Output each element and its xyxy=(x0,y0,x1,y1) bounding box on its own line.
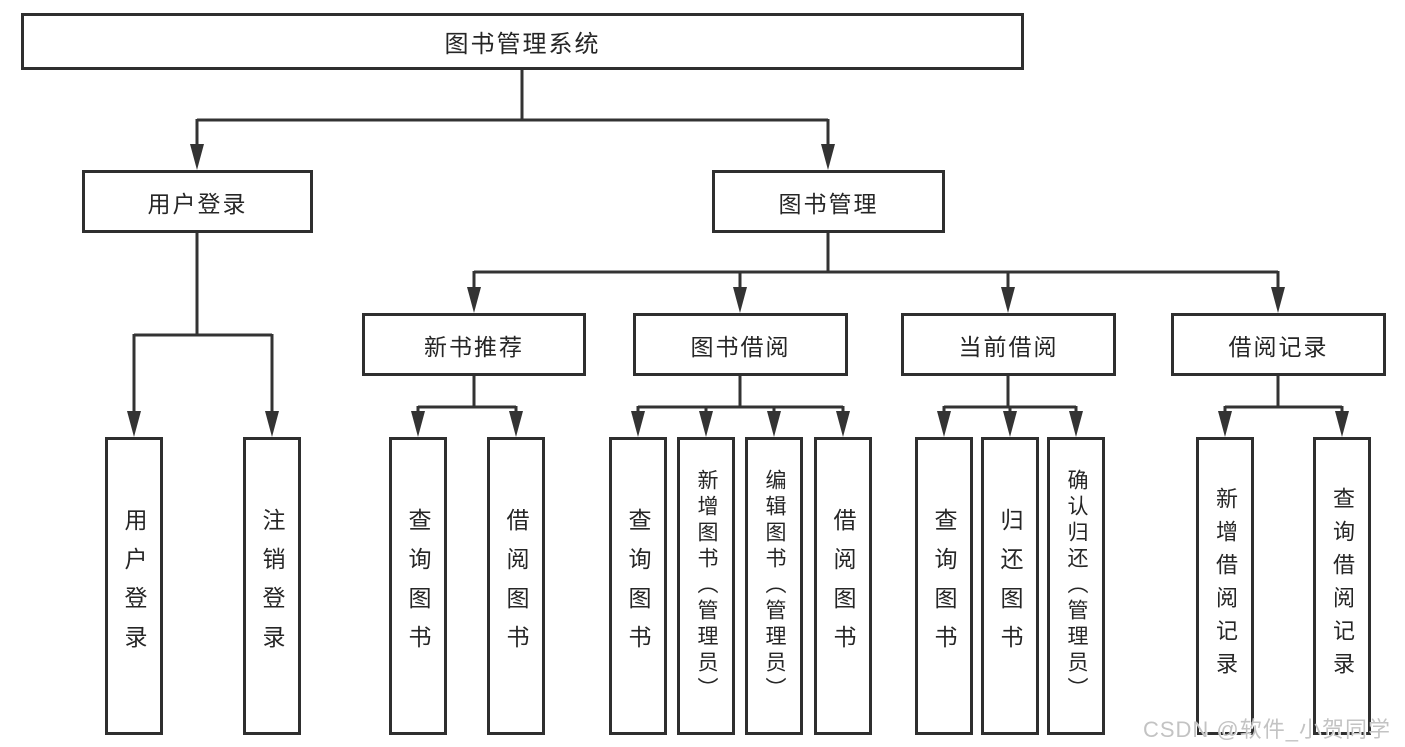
node-label: 查询图书 xyxy=(931,508,957,664)
node-root: 图书管理系统 xyxy=(21,13,1024,70)
node-book-borrow: 图书借阅 xyxy=(633,313,848,376)
node-book-management: 图书管理 xyxy=(712,170,945,233)
leaf-query-books-borrow: 查询图书 xyxy=(609,437,667,735)
csdn-watermark: CSDN @软件_小贺同学 xyxy=(1142,717,1391,742)
node-new-book-recommend: 新书推荐 xyxy=(362,313,586,376)
node-label: 借阅记录 xyxy=(1228,333,1329,360)
leaf-add-borrow-record: 新增借阅记录 xyxy=(1196,437,1254,735)
leaf-edit-book-admin: 编辑图书（管理员） xyxy=(745,437,803,735)
node-borrow-records: 借阅记录 xyxy=(1171,313,1386,376)
arrowheads xyxy=(127,144,1349,437)
node-label: 图书管理系统 xyxy=(444,31,601,58)
node-label: 借阅图书 xyxy=(830,508,856,664)
node-label: 归还图书 xyxy=(997,508,1023,664)
node-label: 查询图书 xyxy=(625,508,651,664)
node-label: 当前借阅 xyxy=(958,333,1059,360)
node-label: 用户登录 xyxy=(147,190,248,217)
leaf-query-books-current: 查询图书 xyxy=(915,437,973,735)
leaf-return-books: 归还图书 xyxy=(981,437,1039,735)
leaf-borrow-books-recommend: 借阅图书 xyxy=(487,437,545,735)
node-label: 借阅图书 xyxy=(503,508,529,664)
node-label: 确认归还（管理员） xyxy=(1065,469,1088,703)
node-label: 查询图书 xyxy=(405,508,431,664)
leaf-add-book-admin: 新增图书（管理员） xyxy=(677,437,735,735)
node-label: 注销登录 xyxy=(259,508,285,664)
leaf-borrow-books-borrow: 借阅图书 xyxy=(814,437,872,735)
leaf-confirm-return-admin: 确认归还（管理员） xyxy=(1047,437,1105,735)
node-label: 新增借阅记录 xyxy=(1213,487,1238,685)
node-current-borrow: 当前借阅 xyxy=(901,313,1116,376)
leaf-logout: 注销登录 xyxy=(243,437,301,735)
leaf-query-borrow-record: 查询借阅记录 xyxy=(1313,437,1371,735)
node-user-login: 用户登录 xyxy=(82,170,313,233)
leaf-query-books-recommend: 查询图书 xyxy=(389,437,447,735)
connector-paths xyxy=(132,70,1344,416)
node-label: 用户登录 xyxy=(121,508,147,664)
node-label: 图书借阅 xyxy=(690,333,791,360)
leaf-user-login: 用户登录 xyxy=(105,437,163,735)
node-label: 新增图书（管理员） xyxy=(695,469,718,703)
node-label: 新书推荐 xyxy=(424,333,524,360)
node-label: 图书管理 xyxy=(778,190,879,217)
node-label: 编辑图书（管理员） xyxy=(763,469,786,703)
node-label: 查询借阅记录 xyxy=(1330,487,1355,685)
